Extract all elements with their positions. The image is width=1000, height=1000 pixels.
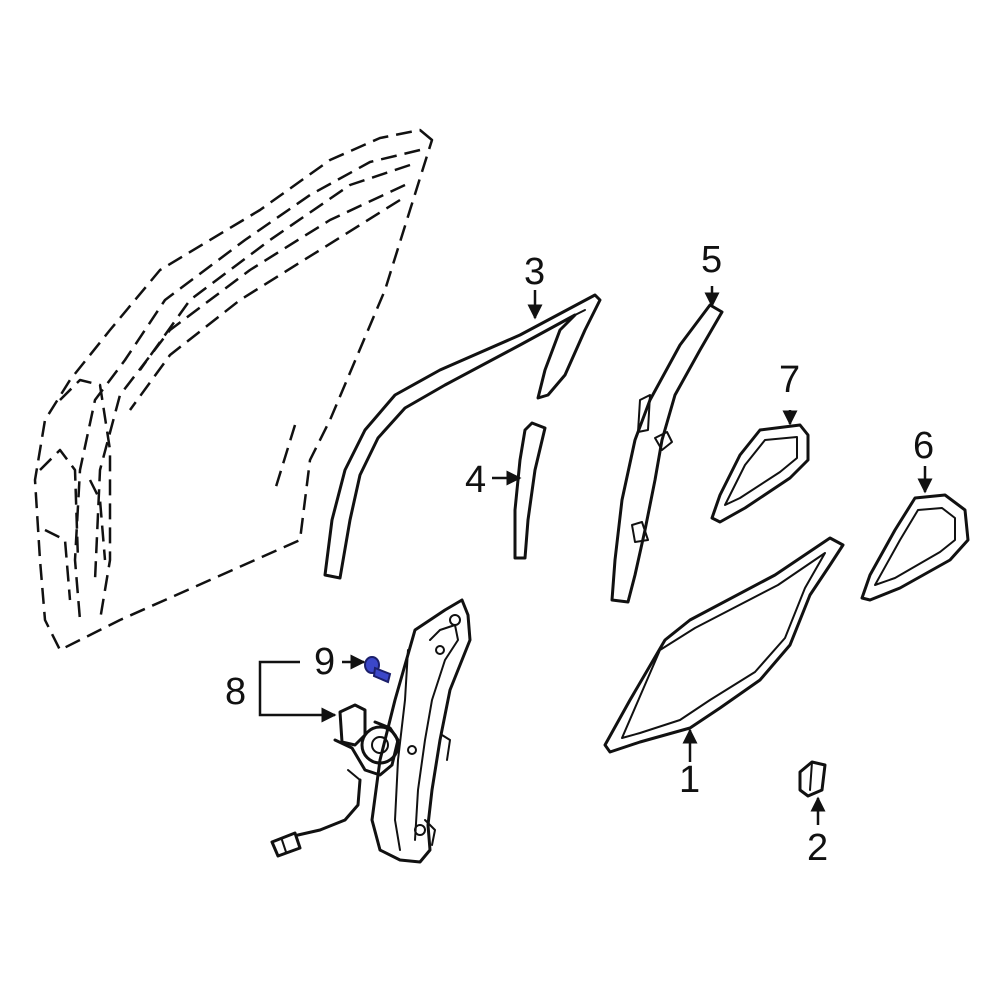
callout-4: 4	[465, 459, 486, 501]
channel-strip-part-4	[513, 421, 547, 560]
bolt-shank	[372, 666, 392, 684]
quarter-glass-part-7	[710, 423, 810, 524]
bolt-part-9	[364, 656, 392, 684]
callout-3: 3	[524, 251, 545, 293]
quarter-glass-seal-part-6	[860, 493, 970, 602]
callout-5: 5	[701, 239, 722, 281]
clip-part-2	[798, 760, 827, 798]
run-channel-part-3	[323, 293, 602, 580]
callout-7: 7	[779, 359, 800, 401]
callout-8: 8	[225, 671, 246, 713]
callout-1: 1	[679, 759, 700, 801]
rear-run-channel-part-5	[610, 303, 724, 604]
window-regulator-part-8	[370, 598, 472, 864]
door-shell-outline	[33, 128, 434, 652]
callout-2: 2	[807, 827, 828, 869]
leader-lines	[258, 286, 933, 825]
callout-9: 9	[314, 641, 335, 683]
window-motor	[270, 703, 400, 858]
door-glass-part-1	[603, 536, 845, 754]
callout-6: 6	[913, 425, 934, 467]
